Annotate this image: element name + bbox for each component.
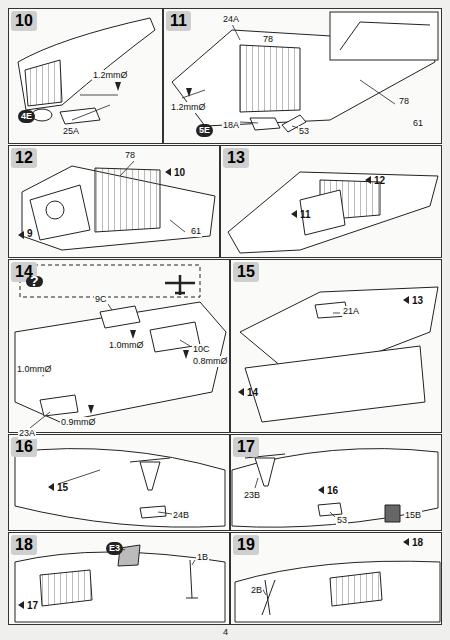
drill-size: 1.2mmØ — [170, 102, 207, 113]
part-number: 78 — [262, 34, 274, 45]
step-reference: 12 — [373, 175, 386, 186]
step-panel: 13 — [220, 145, 442, 258]
part-number: 10C — [192, 344, 211, 355]
part-number: 24A — [222, 14, 240, 25]
part-number: 1B — [196, 552, 209, 563]
step-reference: 16 — [326, 485, 339, 496]
part-number: 25A — [62, 126, 80, 137]
step-number: 10 — [11, 11, 37, 31]
part-number: ? — [26, 276, 43, 287]
part-number: 78 — [124, 150, 136, 161]
part-number: 2B — [250, 585, 263, 596]
part-number: 24B — [172, 510, 190, 521]
page-number: 4 — [222, 627, 229, 638]
step-number: 12 — [11, 148, 37, 168]
drill-size: 1.0mmØ — [108, 340, 145, 351]
step-panel: 12 — [8, 145, 220, 258]
step-reference: 13 — [411, 295, 424, 306]
part-number: 53 — [336, 515, 348, 526]
part-number: E3 — [106, 542, 123, 555]
step-reference: 18 — [411, 537, 424, 548]
part-number: 53 — [298, 126, 310, 137]
part-number: 23A — [18, 428, 36, 439]
step-number: 15 — [233, 262, 259, 282]
step-number: 18 — [11, 535, 37, 555]
part-number: 5E — [196, 124, 213, 137]
step-number: 19 — [233, 535, 259, 555]
drill-size: 1.2mmØ — [92, 70, 129, 81]
step-reference: 15 — [56, 482, 69, 493]
part-number: 21A — [342, 306, 360, 317]
part-number: 4E — [18, 110, 35, 123]
part-number: 18A — [222, 120, 240, 131]
step-reference: 17 — [26, 600, 39, 611]
part-number: 61 — [412, 118, 424, 129]
step-reference: 11 — [299, 209, 312, 220]
step-panel: 19 — [230, 532, 442, 625]
step-reference: 9 — [26, 228, 34, 239]
step-number: 16 — [11, 437, 37, 457]
step-panel: 15 — [230, 259, 442, 433]
drill-size: 0.8mmØ — [192, 356, 229, 367]
step-panel: 10 — [8, 8, 163, 144]
step-number: 11 — [166, 11, 191, 31]
part-number: 23B — [243, 490, 261, 501]
part-number: 9C — [94, 294, 108, 305]
step-number: 17 — [233, 437, 259, 457]
step-panel: 16 — [8, 434, 230, 531]
step-reference: 10 — [173, 167, 186, 178]
step-number: 13 — [223, 148, 249, 168]
part-number: 61 — [190, 226, 202, 237]
step-reference: 14 — [246, 387, 259, 398]
drill-size: 1.0mmØ — [16, 364, 53, 375]
drill-size: 0.9mmØ — [60, 417, 97, 428]
part-number: 15B — [404, 510, 422, 521]
part-number: 78 — [398, 96, 410, 107]
